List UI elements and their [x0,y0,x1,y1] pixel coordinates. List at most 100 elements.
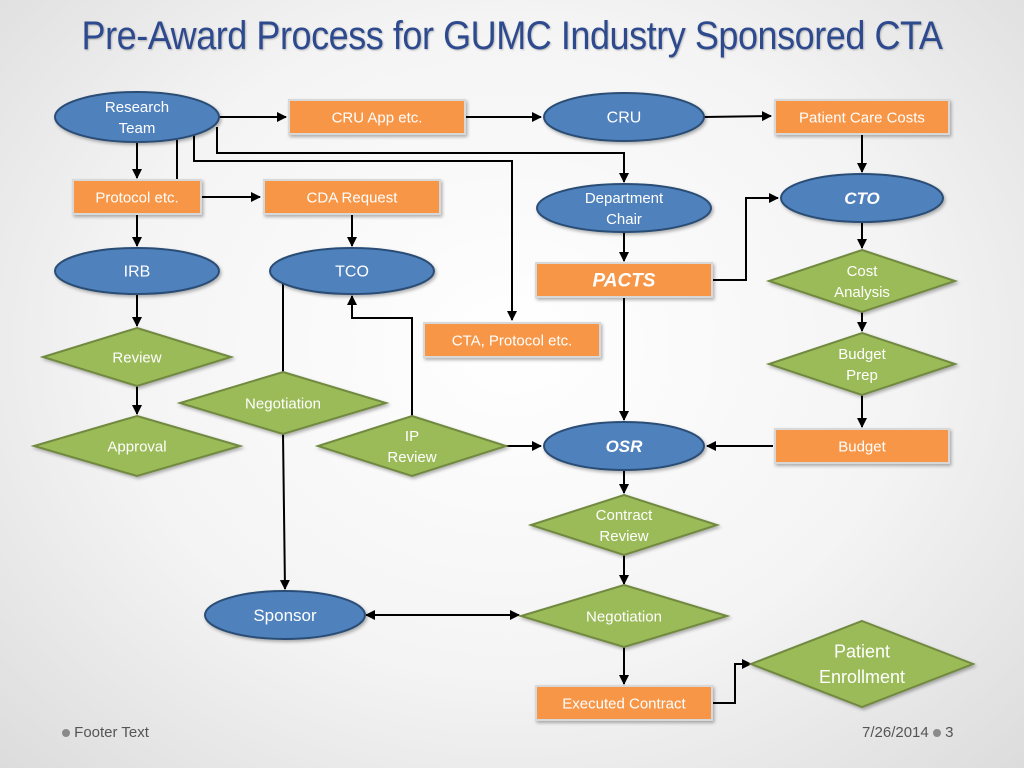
node-label: Sponsor [253,606,317,625]
node-cta-protocol: CTA, Protocol etc. [423,322,601,358]
footer-text: Footer Text [74,724,149,741]
node-label: Chair [606,211,642,228]
node-label: Patient Care Costs [799,109,925,126]
diamond-shape [527,493,721,557]
box-shape [72,179,202,215]
connector-arrow [347,295,413,416]
footer-date: 7/26/2014 [862,724,929,741]
node-label: Prep [846,367,878,384]
node-tco: TCO [269,247,435,295]
node-label: Department [585,190,664,207]
node-label: IP [405,428,419,445]
box-shape [535,262,713,298]
ellipse-shape [543,421,705,471]
ellipse-shape [54,91,220,143]
node-label: CDA Request [307,189,399,206]
node-label: Patient [834,642,890,662]
footer-right: 7/26/2014 3 [862,724,953,741]
node-negotiation-left: Negotiation [176,370,390,436]
footer-left: Footer Text [62,724,149,741]
box-shape [423,322,601,358]
box-shape [774,428,950,464]
node-protocol-etc: Protocol etc. [72,179,202,215]
diamond-shape [30,414,244,478]
node-label: Enrollment [819,667,905,687]
box-shape [535,685,713,721]
node-cru-app: CRU App etc. [288,99,466,135]
node-label: Negotiation [245,395,321,412]
node-label: TCO [335,264,369,281]
box-shape [774,99,950,135]
node-label: Review [599,528,648,545]
node-label: IRB [124,264,151,281]
node-label: Research [105,99,169,116]
diamond-shape [39,326,235,388]
ellipse-shape [204,590,366,640]
page-number: 3 [945,724,954,741]
node-label: Budget [838,438,886,455]
ellipse-shape [269,247,435,295]
node-label: Review [387,449,436,466]
slide-title: Pre-Award Process for GUMC Industry Spon… [81,14,943,58]
node-label: PACTS [593,271,656,292]
connector-arrow [713,193,779,281]
connector-arrow [703,111,772,122]
box-shape [288,99,466,135]
node-label: Budget [838,346,886,363]
node-label: CTO [844,189,880,208]
bullet-icon [932,729,941,738]
node-label: Cost [847,263,879,280]
node-review: Review [39,326,235,388]
node-label: Executed Contract [562,695,686,712]
node-executed-contract: Executed Contract [535,685,713,721]
node-label: Negotiation [586,608,662,625]
node-irb: IRB [54,247,220,295]
diamond-shape [176,370,390,436]
connector-arrow [193,135,517,321]
node-budget: Budget [774,428,950,464]
node-osr: OSR [543,421,705,471]
node-label: CTA, Protocol etc. [452,332,573,349]
node-cto: CTO [780,173,944,223]
node-label: Review [112,349,161,366]
node-cru: CRU [543,92,705,142]
ellipse-shape [536,183,712,233]
node-label: Approval [107,438,166,455]
node-cda-request: CDA Request [263,179,441,215]
diamond-shape [765,331,959,397]
node-label: Contract [596,507,654,524]
ellipse-shape [543,92,705,142]
node-label: Team [119,120,156,137]
connectors [132,111,867,704]
node-ip-review: IP Review [314,414,510,478]
ellipse-shape [54,247,220,295]
box-shape [263,179,441,215]
connector-arrow [279,433,290,590]
node-patient-care-costs: Patient Care Costs [774,99,950,135]
node-negotiation-center: Negotiation [517,583,731,649]
node-label: CRU [607,110,642,127]
ellipse-shape [780,173,944,223]
diamond-shape [314,414,510,478]
diamond-shape [517,583,731,649]
bullet-icon [62,729,70,738]
diamond-shape [748,619,976,709]
diamond-shape [765,248,959,314]
node-pacts: PACTS [535,262,713,298]
node-label: Analysis [834,284,890,301]
node-label: OSR [606,437,644,456]
connector-arrow [216,127,629,183]
node-label: CRU App etc. [332,109,423,126]
node-label: Protocol etc. [95,189,178,206]
connector-arrow [713,659,752,704]
node-approval: Approval [30,414,244,478]
node-sponsor: Sponsor [204,590,366,640]
